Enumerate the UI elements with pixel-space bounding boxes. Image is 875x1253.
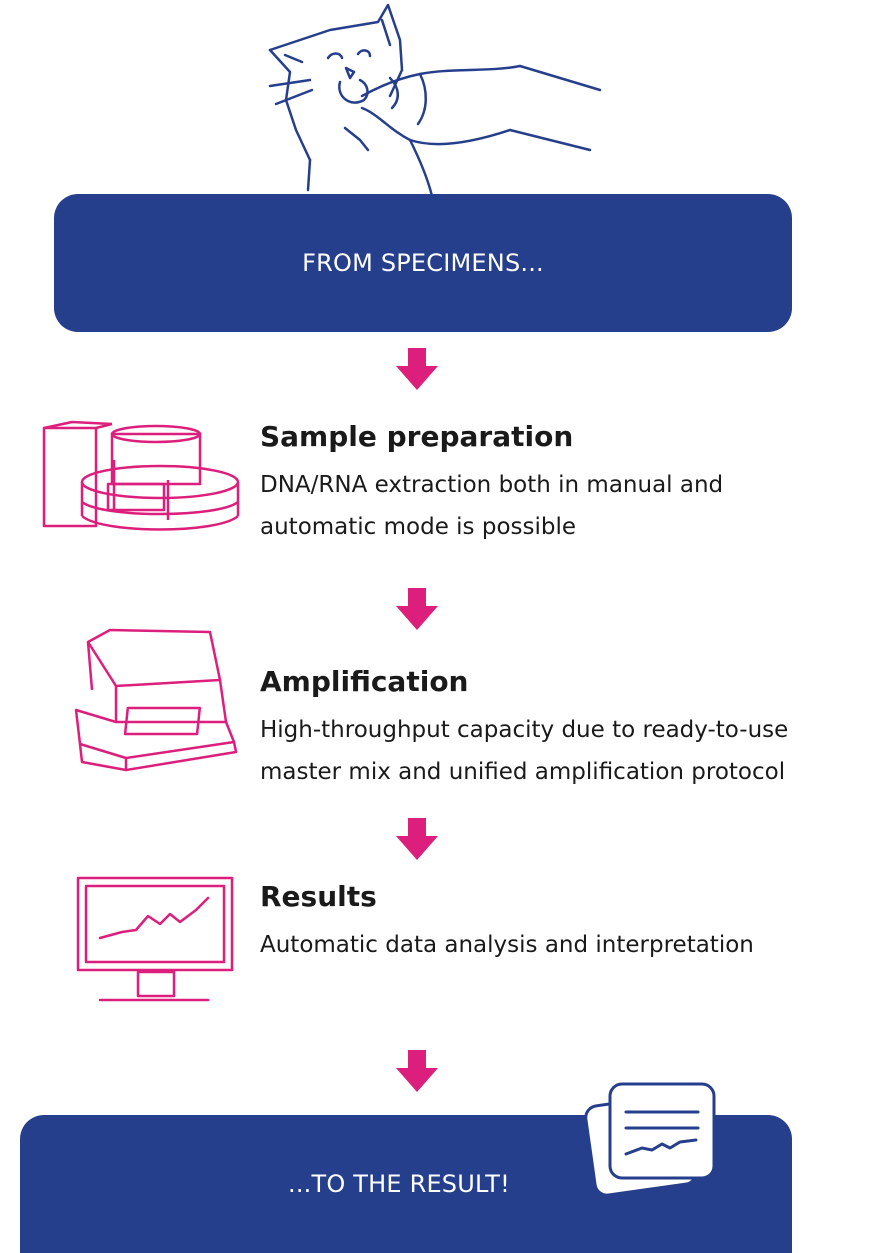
amplification-desc-line-2: master mix and unified amplification pro… — [260, 759, 786, 785]
results-title: Results — [260, 880, 377, 913]
down-arrow-icon — [396, 1050, 438, 1092]
sample-preparation-title: Sample preparation — [260, 420, 574, 453]
down-arrow-icon — [396, 818, 438, 860]
extraction-machine-icon — [42, 420, 240, 531]
monitor-chart-icon — [76, 876, 234, 1002]
from-specimens-banner: FROM SPECIMENS... — [54, 194, 792, 332]
results-description: Automatic data analysis and interpretati… — [260, 924, 860, 966]
report-document-icon — [584, 1082, 716, 1197]
to-the-result-label: ...TO THE RESULT! — [288, 1170, 510, 1198]
down-arrow-icon — [396, 588, 438, 630]
sample-preparation-description: DNA/RNA extraction both in manual and au… — [260, 464, 860, 548]
sample-preparation-desc-line-2: automatic mode is possible — [260, 514, 577, 540]
results-desc-line-1: Automatic data analysis and interpretati… — [260, 932, 754, 958]
amplification-description: High-throughput capacity due to ready-to… — [260, 709, 870, 793]
amplification-title: Amplification — [260, 665, 469, 698]
from-specimens-label: FROM SPECIMENS... — [302, 249, 544, 277]
down-arrow-icon — [396, 348, 438, 390]
cat-swab-illustration-icon — [268, 3, 602, 198]
sample-preparation-desc-line-1: DNA/RNA extraction both in manual and — [260, 472, 724, 498]
amplification-desc-line-1: High-throughput capacity due to ready-to… — [260, 717, 789, 743]
thermocycler-icon — [74, 628, 238, 772]
